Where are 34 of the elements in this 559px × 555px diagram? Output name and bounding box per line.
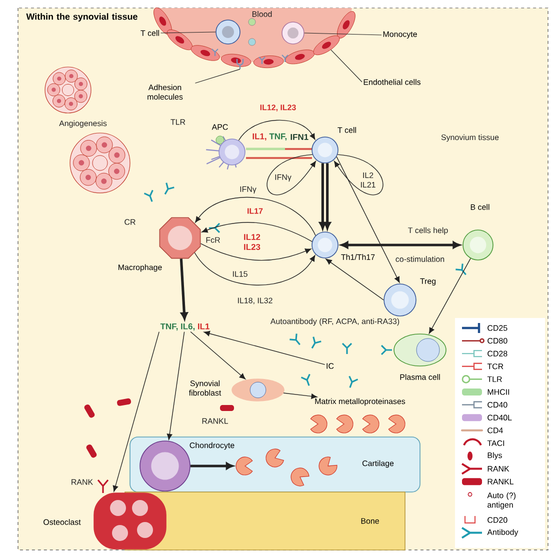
leader-line: [194, 68, 240, 84]
arrow: [190, 331, 246, 380]
cartilage-fragment-icon: [236, 456, 253, 476]
title: Within the synovial tissue: [26, 13, 138, 22]
endothelial-cell: [313, 35, 340, 56]
arrow: [202, 222, 312, 242]
arrow: [428, 258, 471, 334]
monocyte-drawing: [282, 22, 304, 44]
arrow: [190, 462, 234, 470]
arrow: [194, 252, 316, 286]
leader-line: [304, 32, 382, 36]
arrow: [336, 156, 400, 283]
arrow: [238, 120, 316, 141]
arrow: [319, 163, 326, 230]
leader-line: [330, 50, 362, 82]
arrow: [334, 154, 384, 196]
arrow: [204, 330, 326, 365]
arrow: [166, 331, 185, 440]
cytokine-label: TNF,: [269, 133, 287, 141]
arrow: [180, 258, 188, 320]
cytokine-label: TNF, IL6, IL1: [160, 323, 210, 331]
arrow: [326, 258, 384, 300]
arrow: [112, 331, 160, 492]
arrow: [200, 243, 312, 261]
double-arrow: [340, 241, 460, 249]
arrow: [195, 196, 316, 236]
arrow: [283, 392, 318, 399]
cytokine-label: IFN1: [290, 134, 308, 140]
arrow: [324, 163, 331, 230]
cytokine-label: IL12 IL23: [244, 234, 260, 250]
t-cell-drawing: [216, 20, 240, 44]
arrow: [266, 154, 316, 196]
cytokine-label: IL1,: [252, 133, 266, 141]
adhesion-molecule-icon: [236, 58, 244, 70]
